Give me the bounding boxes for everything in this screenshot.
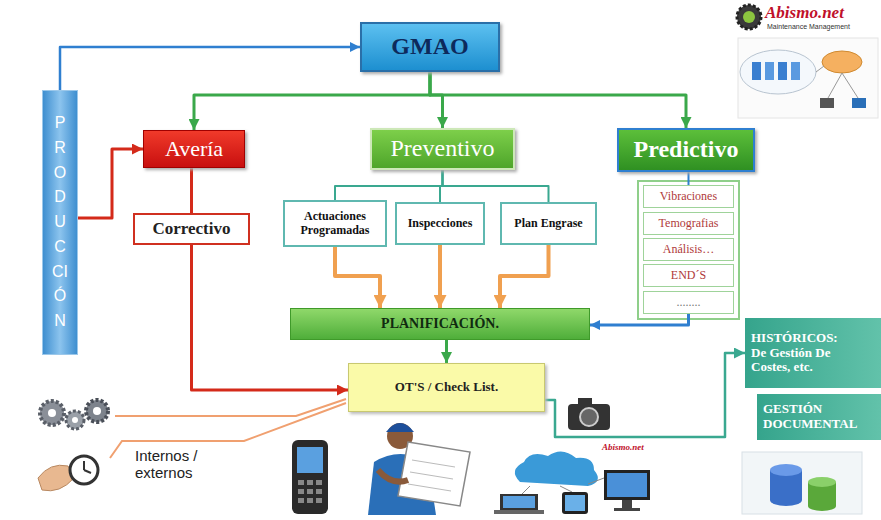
category-box: Predictivo [617, 128, 755, 172]
node-label: Actuaciones Programadas [287, 210, 383, 238]
node-label: Plan Engrase [514, 217, 582, 231]
vertical-label: PRODUCCIÓN [52, 111, 68, 334]
node-label: Predictivo [634, 136, 739, 164]
cloud-devices [494, 451, 650, 514]
note-text: Internos / externos [135, 447, 235, 481]
work-order-box: OT'S / Check List. [348, 363, 545, 412]
predictive-group-frame [638, 181, 739, 319]
time-picture [38, 456, 98, 491]
system-box: GMAO [360, 22, 500, 72]
node-label: PLANIFICACIÓN. [381, 316, 499, 332]
logo-gear [737, 5, 761, 29]
connector [445, 340, 448, 363]
connector [430, 72, 686, 128]
connector [688, 172, 690, 185]
node-label: ........ [677, 296, 701, 310]
task-box: Inspecciones [395, 202, 485, 245]
node-label: GMAO [391, 33, 468, 61]
node-label: De Gestión De Costes, etc. [751, 346, 851, 376]
network-diagram [738, 38, 878, 118]
node-label: Preventivo [391, 135, 495, 163]
connector [430, 72, 443, 128]
technique-box: Vibraciones [643, 185, 734, 208]
node-label: GESTIÓN DOCUMENTAL [763, 402, 875, 432]
node-label: Avería [165, 136, 223, 161]
node-label: HISTÓRICOS: [751, 331, 838, 346]
logo-text: Abismo.net [600, 442, 664, 452]
worker-figure [368, 423, 470, 515]
handheld-terminal [292, 440, 328, 514]
node-label: END´S [671, 269, 706, 283]
logo-subtitle: Maintenance Management [767, 23, 879, 30]
node-label: Temografias [659, 217, 719, 231]
connector [194, 72, 430, 130]
connector [443, 170, 549, 202]
technique-box: Temografias [643, 212, 734, 235]
corrective-box: Correctivo [133, 213, 250, 245]
technique-box: Análisis… [643, 238, 734, 261]
node-label: OT'S / Check List. [395, 380, 498, 395]
database-picture [742, 452, 862, 514]
category-box: Preventivo [370, 128, 515, 170]
connector [500, 245, 549, 308]
production-band: PRODUCCIÓN [42, 90, 78, 355]
task-box: Plan Engrase [500, 202, 597, 245]
node-label: Correctivo [152, 219, 230, 239]
technique-box: END´S [643, 264, 734, 287]
connector [190, 168, 193, 213]
connector [545, 353, 745, 437]
technique-box: ........ [643, 291, 734, 314]
node-label: Inspecciones [408, 217, 473, 231]
connector [335, 247, 380, 308]
node-label: Vibraciones [660, 190, 717, 204]
task-box: Actuaciones Programadas [283, 200, 387, 247]
connector [590, 314, 689, 325]
connector [60, 47, 360, 90]
connector [335, 170, 443, 200]
node-label: Análisis… [663, 243, 714, 257]
camera-icon [568, 398, 610, 430]
connector [438, 245, 442, 308]
failure-box: Avería [143, 130, 245, 168]
spare-parts-picture [40, 400, 108, 429]
planning-band: PLANIFICACIÓN. [290, 308, 590, 340]
logo-text: Abismo.net [765, 3, 877, 23]
connector [78, 149, 143, 218]
documents-box: GESTIÓN DOCUMENTAL [757, 394, 881, 440]
history-box: HISTÓRICOS:De Gestión De Costes, etc. [745, 318, 881, 388]
